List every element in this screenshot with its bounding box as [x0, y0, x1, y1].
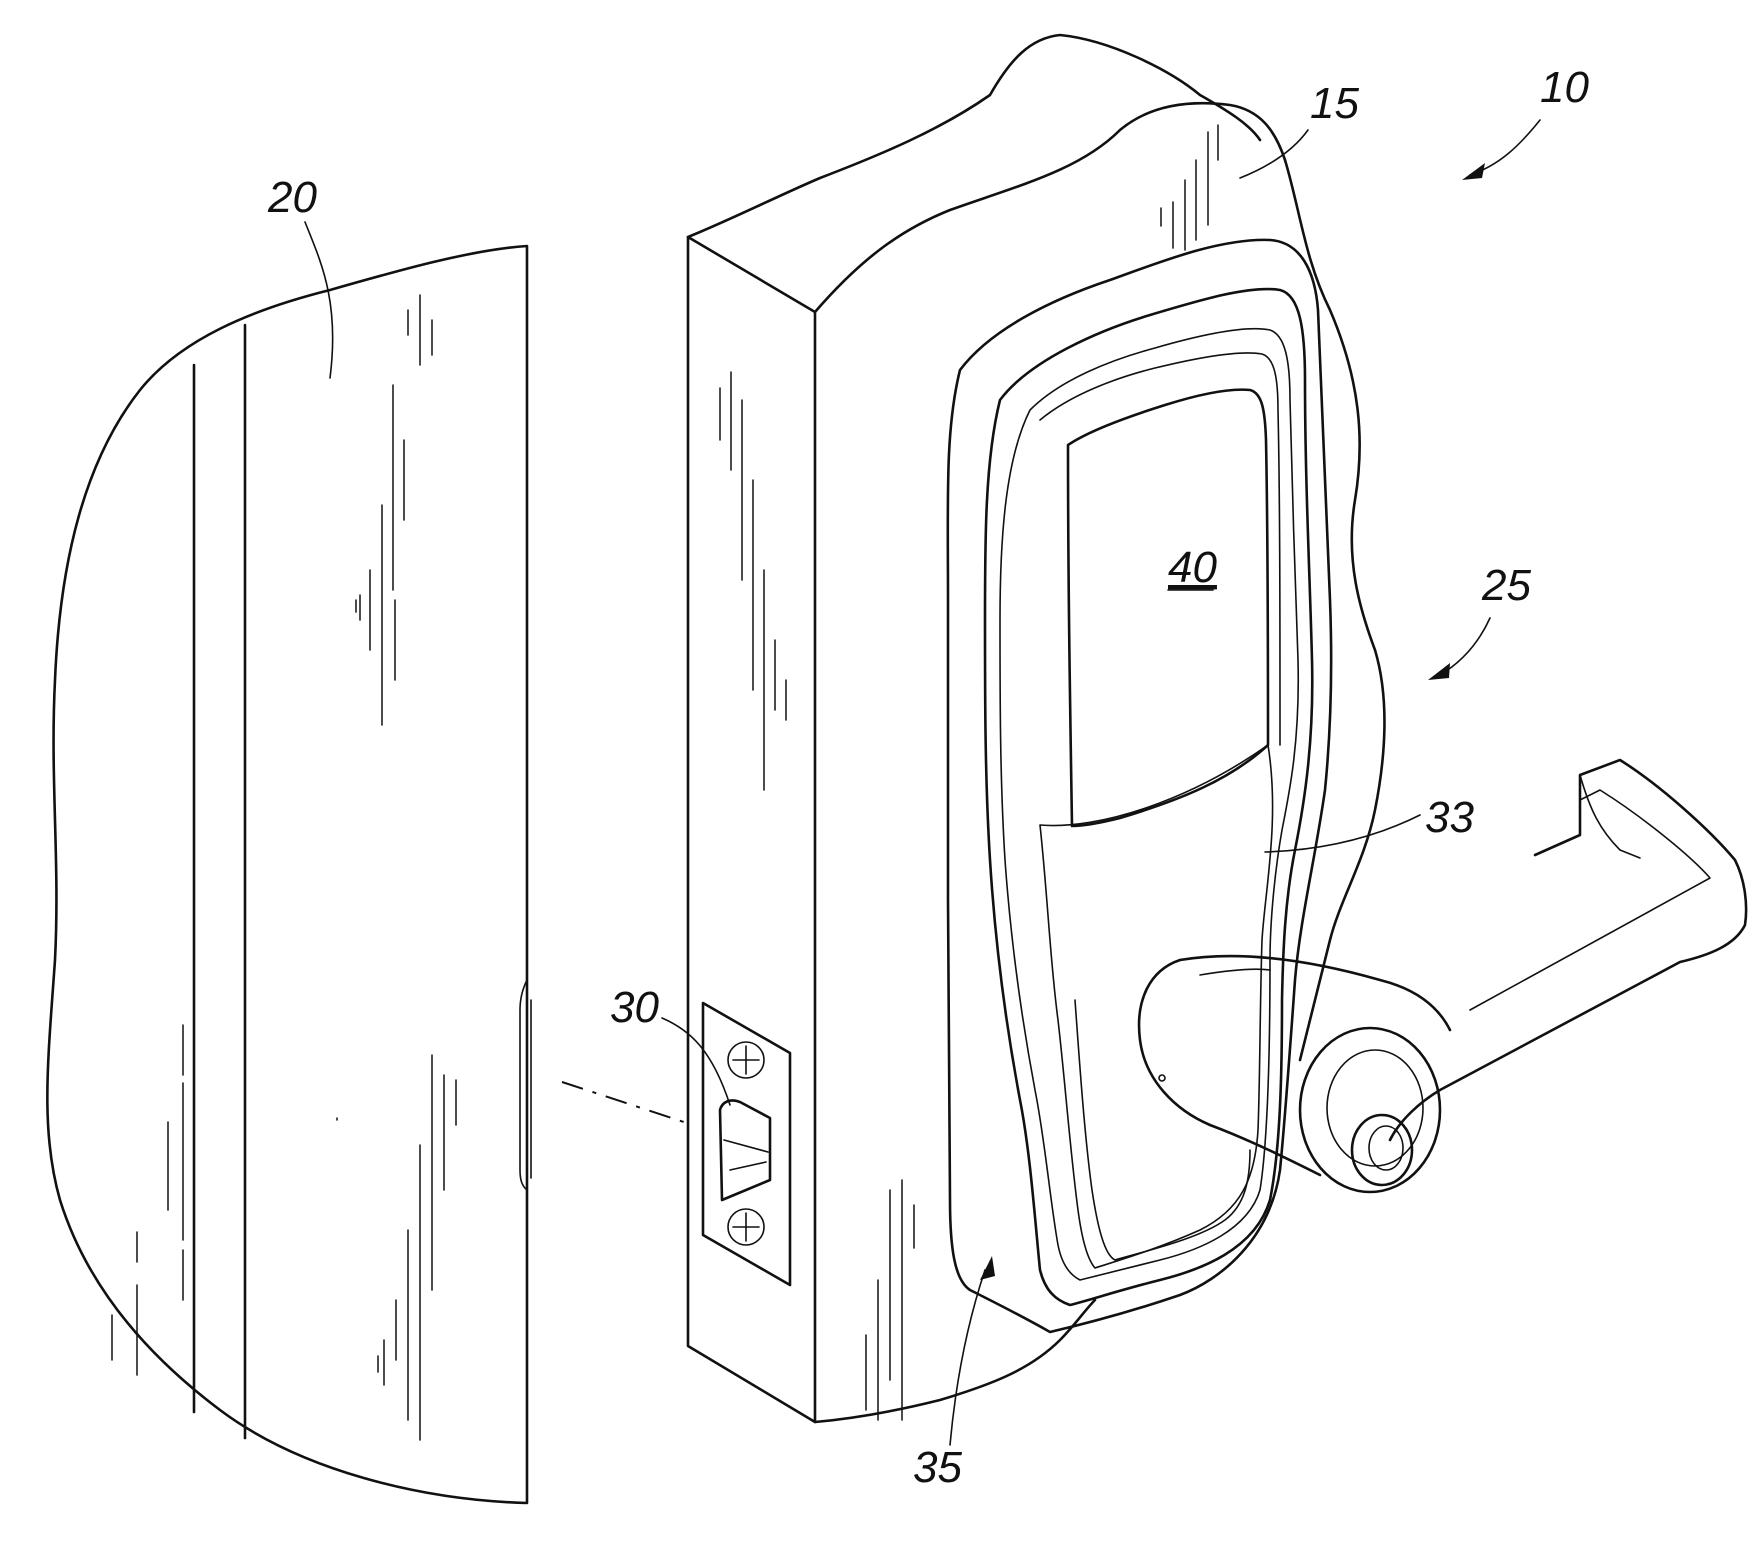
display-panel — [1068, 390, 1268, 826]
label-25: 25 — [1481, 561, 1531, 610]
door-outline — [47, 246, 527, 1503]
housing-top-ridge — [815, 103, 1285, 312]
lever-hub-cylinder — [1180, 956, 1450, 1030]
leader-30 — [662, 1018, 730, 1105]
arrow-25 — [1428, 663, 1450, 680]
lever-hub-outer — [1139, 960, 1210, 1125]
label-35: 35 — [913, 1443, 962, 1492]
hub-pin — [1159, 1075, 1165, 1081]
callouts: 10 15 20 25 40 33 30 35 — [267, 63, 1589, 1492]
door-hatching — [112, 295, 456, 1440]
hub-highlight — [1200, 969, 1270, 975]
latch-bolt-slot-2 — [730, 1162, 766, 1170]
label-15: 15 — [1310, 79, 1359, 128]
label-30: 30 — [610, 983, 659, 1032]
label-10: 10 — [1540, 63, 1589, 112]
housing-top-outline — [688, 35, 1260, 237]
lever-rose-inner — [1327, 1050, 1423, 1166]
lever-arm-inner-edge — [1470, 790, 1710, 1010]
latch-faceplate — [703, 1003, 790, 1285]
escutcheon-bezel-inner — [1000, 329, 1298, 1280]
display-window-frame — [1040, 353, 1280, 745]
label-40: 40 — [1168, 543, 1217, 592]
leader-33 — [1265, 815, 1420, 852]
housing-right-profile — [1285, 160, 1384, 1060]
latch-assembly — [703, 1003, 790, 1285]
escutcheon-bezel-outer — [985, 289, 1312, 1305]
alignment-axis — [562, 1082, 690, 1124]
label-20: 20 — [267, 173, 317, 222]
lever-rose — [1300, 1028, 1440, 1192]
housing-hatching — [720, 125, 1218, 1420]
lower-screw — [728, 1209, 764, 1245]
latch-bolt-slot-1 — [724, 1140, 768, 1152]
escutcheon-outer — [948, 240, 1331, 1332]
lock-escutcheon — [948, 240, 1331, 1332]
leader-20 — [305, 222, 333, 378]
upper-screw — [728, 1042, 764, 1078]
door — [47, 246, 531, 1503]
arrow-10 — [1462, 163, 1485, 180]
key-cylinder-core — [1369, 1126, 1403, 1170]
label-33: 33 — [1425, 793, 1474, 842]
arrow-35 — [980, 1256, 995, 1280]
lever-arm-top-edge — [1580, 775, 1640, 858]
